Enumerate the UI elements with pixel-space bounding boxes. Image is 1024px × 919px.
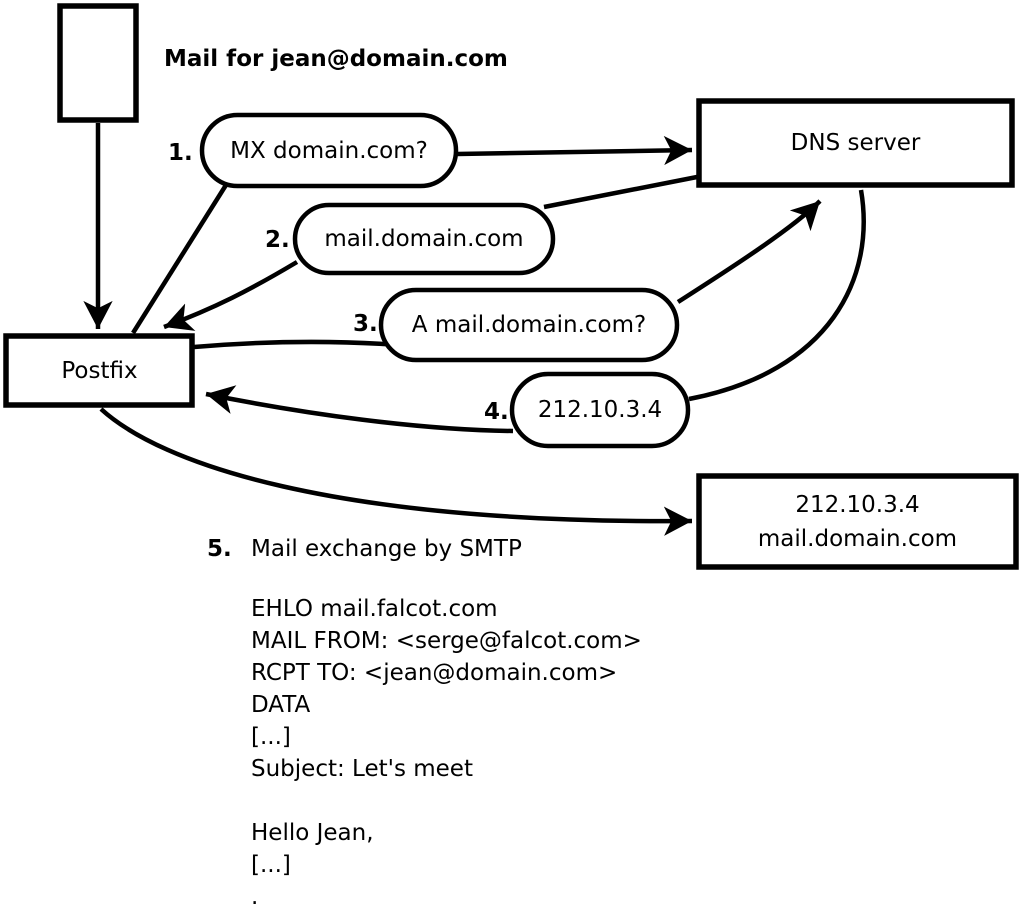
dns-server-box (696, 98, 1015, 188)
step-2-number: 2. (265, 227, 290, 253)
arrow-mx-answer-to-postfix (163, 260, 299, 331)
mail-message-shape (57, 3, 139, 123)
mail-server-ip: 212.10.3.4 (795, 491, 920, 518)
mail-server-label: 212.10.3.4 mail.domain.com (696, 473, 1019, 570)
smtp-line: [...] (251, 724, 291, 750)
smtp-line: EHLO mail.falcot.com (251, 596, 498, 622)
smtp-line: RCPT TO: <jean@domain.com> (251, 660, 618, 686)
step-4-number: 4. (484, 399, 509, 425)
dns-server-label: DNS server (790, 130, 921, 156)
smtp-exchange-label: Mail exchange by SMTP (251, 536, 522, 562)
pill-a-answer (509, 371, 691, 449)
mail-for-label: Mail for jean@domain.com (164, 46, 508, 72)
smtp-line: DATA (251, 692, 311, 718)
postfix-label: Postfix (61, 357, 138, 384)
arrow-mx-query-to-dns (456, 135, 693, 166)
smtp-line: . (251, 884, 259, 910)
pill-mx-answer (292, 202, 556, 276)
line-postfix-to-a-query (193, 339, 401, 350)
line-postfix-to-mx-query (131, 183, 228, 335)
arrow-smtp-to-mail-server (99, 407, 693, 536)
smtp-line-blank (251, 788, 642, 820)
mx-query-label: MX domain.com? (230, 137, 428, 164)
arrow-a-answer-to-postfix (205, 385, 514, 434)
pill-mx-query (199, 112, 459, 189)
smtp-line: MAIL FROM: <serge@falcot.com> (251, 628, 642, 654)
step-5-number: 5. (207, 536, 232, 562)
line-dns-to-a-answer (688, 189, 866, 402)
step-3-number: 3. (353, 311, 378, 337)
postfix-box (3, 333, 195, 408)
line-dns-to-mx-answer (543, 174, 698, 210)
smtp-line: [...] (251, 852, 291, 878)
smtp-line: Subject: Let's meet (251, 756, 473, 782)
a-query-label: A mail.domain.com? (411, 312, 647, 338)
mail-server-box (696, 473, 1019, 570)
mail-server-hostname: mail.domain.com (757, 525, 958, 552)
step-1-number: 1. (168, 140, 193, 166)
smtp-line: Hello Jean, (251, 820, 374, 846)
a-answer-label: 212.10.3.4 (537, 397, 663, 423)
smtp-session-block: EHLO mail.falcot.com MAIL FROM: <serge@f… (251, 596, 642, 916)
pill-a-query (378, 287, 680, 363)
arrow-a-query-to-dns (676, 199, 822, 304)
mx-answer-label: mail.domain.com (324, 226, 524, 252)
